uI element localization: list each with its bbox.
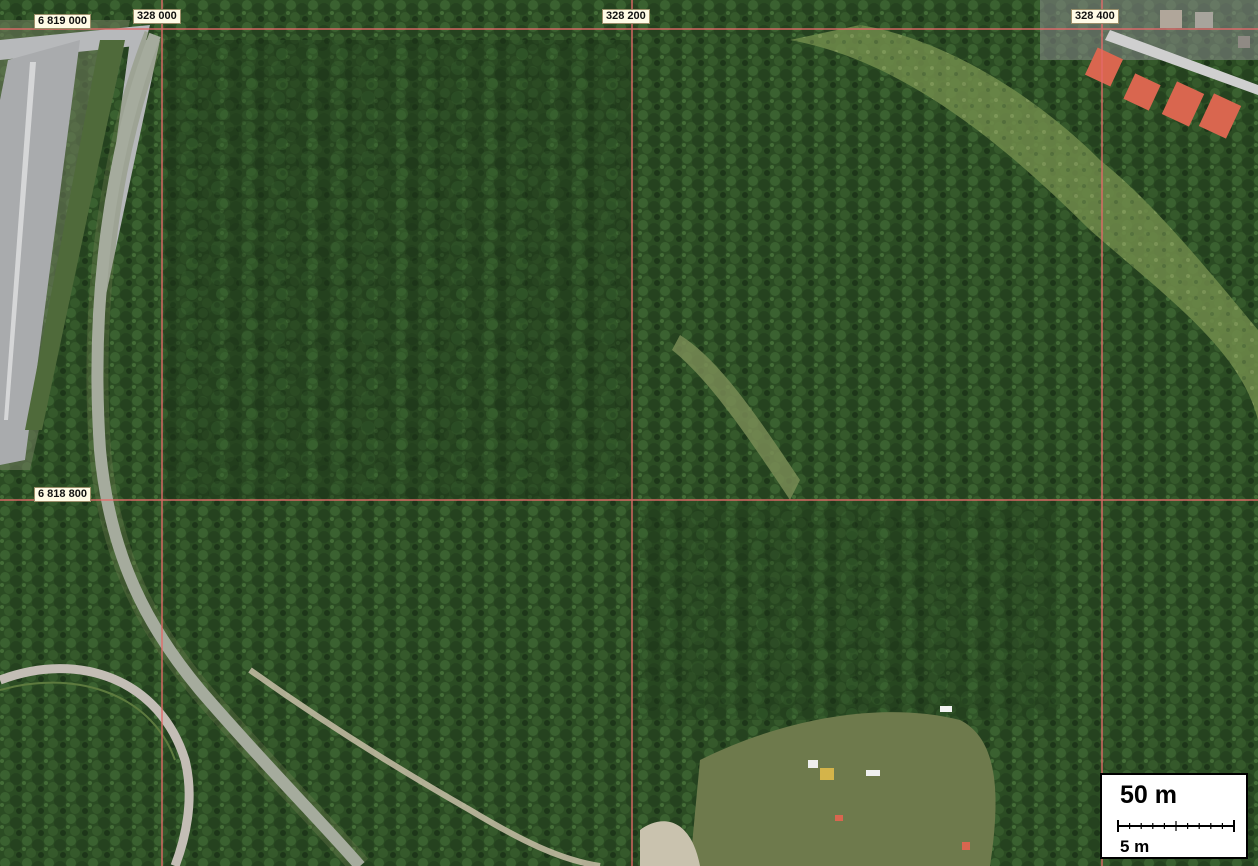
- open-ground-area: [690, 712, 996, 866]
- grid-label-easting-2: 328 200: [602, 9, 650, 24]
- sheds: [808, 706, 970, 850]
- main-road: [91, 32, 365, 866]
- scale-major-label: 50 m: [1120, 781, 1177, 809]
- houses: [1084, 10, 1250, 139]
- forest-clearing: [672, 335, 800, 500]
- scale-bar: 50 m 5 m: [1100, 773, 1248, 859]
- clearing-meadow: [790, 25, 1258, 420]
- scale-ruler: [1117, 820, 1235, 832]
- highway: [0, 40, 80, 465]
- dense-forest-area: [160, 40, 630, 500]
- grid-label-easting-1: 328 000: [133, 9, 181, 24]
- scale-minor-label: 5 m: [1120, 837, 1150, 856]
- loop-forest: [0, 700, 170, 860]
- residential-street: [1105, 30, 1258, 95]
- loop-ramp: [0, 664, 194, 866]
- grid-label-easting-3: 328 400: [1071, 9, 1119, 24]
- sand-patch: [640, 821, 700, 866]
- grid-label-northing-2: 6 818 800: [34, 487, 91, 502]
- dirt-trail: [248, 667, 601, 866]
- grid-label-northing-1: 6 819 000: [34, 14, 91, 29]
- dense-forest-area-south: [640, 500, 1060, 720]
